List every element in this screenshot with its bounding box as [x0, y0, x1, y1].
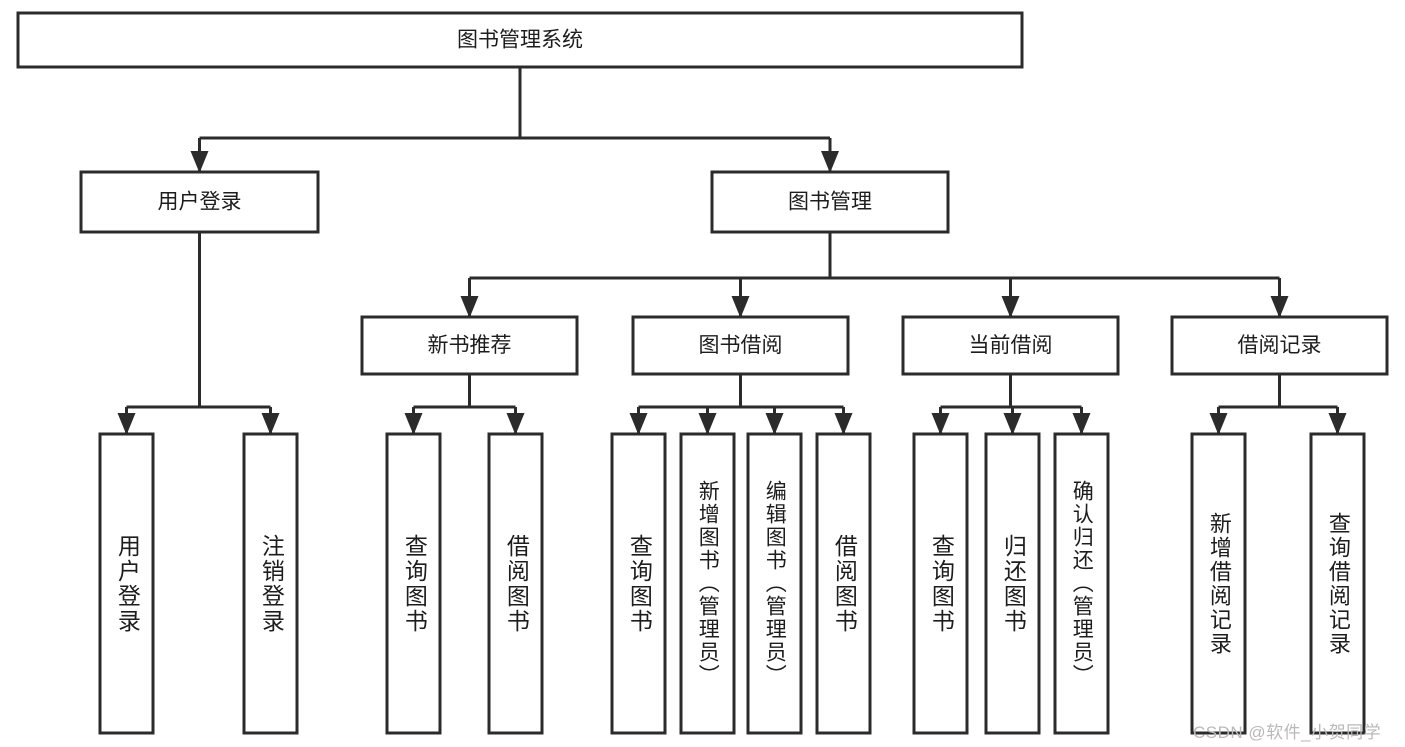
leaf-query-book-2[interactable] — [610, 432, 667, 735]
node-label-user-login: 用户登录 — [158, 191, 242, 214]
node-label-new-book-rec: 新书推荐 — [428, 334, 512, 357]
leaf-confirm-return[interactable] — [1053, 432, 1110, 735]
leaf-return-book[interactable] — [984, 432, 1041, 735]
leaf-borrow-book-2[interactable] — [815, 432, 872, 735]
leaf-user-logout[interactable] — [242, 432, 299, 735]
node-label-book-manage: 图书管理 — [788, 191, 872, 214]
node-group-borrow-record[interactable] — [1170, 315, 1389, 376]
node-label-book-borrow: 图书借阅 — [699, 334, 783, 357]
node-label-borrow-record: 借阅记录 — [1238, 334, 1322, 357]
node-root-root[interactable] — [16, 11, 1024, 69]
node-branch-book-manage[interactable] — [710, 170, 950, 234]
boxes-layer — [16, 11, 1389, 735]
node-group-current-borrow[interactable] — [901, 315, 1120, 376]
node-label-current-borrow: 当前借阅 — [969, 334, 1053, 357]
node-group-book-borrow[interactable] — [631, 315, 850, 376]
node-branch-user-login[interactable] — [79, 170, 320, 234]
leaf-edit-book[interactable] — [746, 432, 803, 735]
node-group-new-book-rec[interactable] — [360, 315, 579, 376]
connectors-layer — [117, 67, 1347, 435]
leaf-add-record[interactable] — [1190, 432, 1247, 735]
leaf-add-book[interactable] — [679, 432, 736, 735]
leaf-query-book-1[interactable] — [385, 432, 442, 735]
leaf-query-record[interactable] — [1309, 432, 1366, 735]
node-label-root: 图书管理系统 — [457, 29, 583, 52]
leaf-query-book-3[interactable] — [912, 432, 969, 735]
leaf-user-login-do[interactable] — [98, 432, 155, 735]
leaf-borrow-book-1[interactable] — [487, 432, 544, 735]
watermark-credit: CSDN @软件_小贺同学 — [1193, 723, 1382, 742]
